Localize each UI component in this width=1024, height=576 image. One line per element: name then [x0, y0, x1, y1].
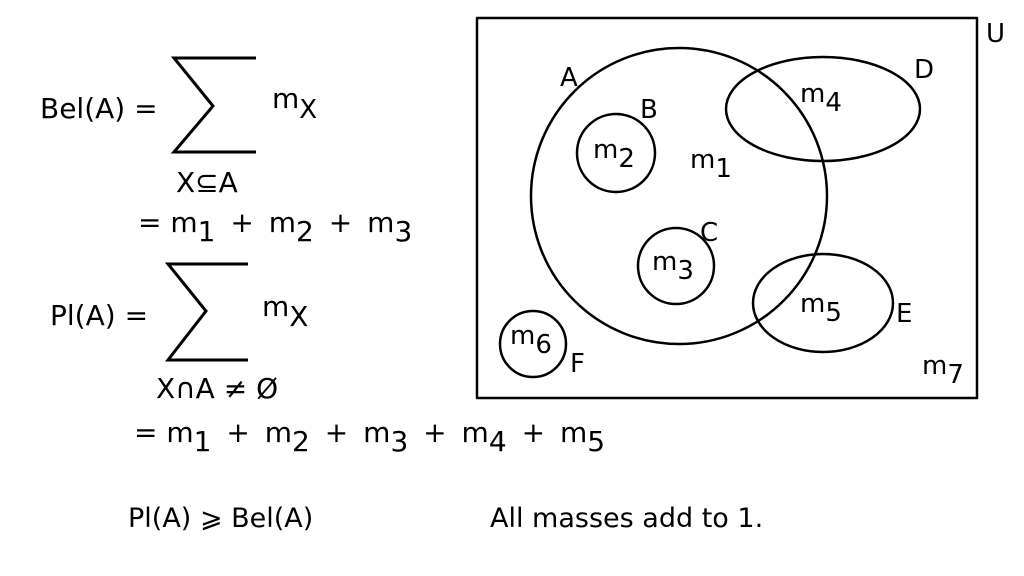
- mass-m3: m3: [652, 247, 694, 286]
- venn-diagram: U A B m2 m1 C m3 D m4 E m5 F m6 m7: [475, 16, 1005, 400]
- set-label-A: A: [560, 63, 578, 93]
- bel-expansion: = m1 + m2 + m3: [138, 206, 412, 248]
- set-label-D: D: [914, 55, 934, 85]
- pl-sigma-symbol: [164, 262, 248, 362]
- bel-formula: Bel(A) = mX X⊆A = m1 + m2 + m3: [40, 56, 412, 248]
- mass-m6: m6: [510, 321, 552, 360]
- note-text: All masses add to 1.: [490, 503, 763, 534]
- pl-formula: Pl(A) = mX X∩A ≠ Ø = m1 + m2 + m3 + m4 +…: [50, 262, 605, 458]
- bel-condition: X⊆A: [176, 166, 238, 199]
- set-label-B: B: [640, 95, 658, 125]
- set-F-circle: [498, 309, 568, 379]
- set-C-circle: [636, 226, 716, 306]
- pl-expansion: = m1 + m2 + m3 + m4 + m5: [134, 416, 605, 458]
- inequality-text: Pl(A) ⩾ Bel(A): [128, 503, 313, 534]
- mass-m1: m1: [690, 145, 732, 184]
- mass-m2: m2: [593, 135, 635, 174]
- set-D-ellipse: [724, 55, 922, 163]
- pl-condition: X∩A ≠ Ø: [156, 372, 278, 405]
- set-label-F: F: [570, 349, 585, 379]
- bel-sigma-symbol: [170, 56, 256, 154]
- pl-summand: mX: [262, 290, 308, 333]
- set-A-circle: [529, 46, 829, 346]
- set-label-E: E: [896, 299, 912, 329]
- set-label-C: C: [700, 218, 718, 248]
- set-B-circle: [575, 112, 657, 194]
- bel-summand: mX: [272, 82, 317, 125]
- universe-box: [475, 16, 979, 400]
- bel-lhs: Bel(A) =: [40, 92, 158, 125]
- set-label-U: U: [986, 19, 1005, 49]
- mass-m5: m5: [800, 289, 842, 328]
- set-E-ellipse: [751, 252, 895, 354]
- pl-lhs: Pl(A) =: [50, 299, 148, 332]
- mass-m4: m4: [800, 79, 842, 118]
- mass-m7: m7: [922, 351, 964, 390]
